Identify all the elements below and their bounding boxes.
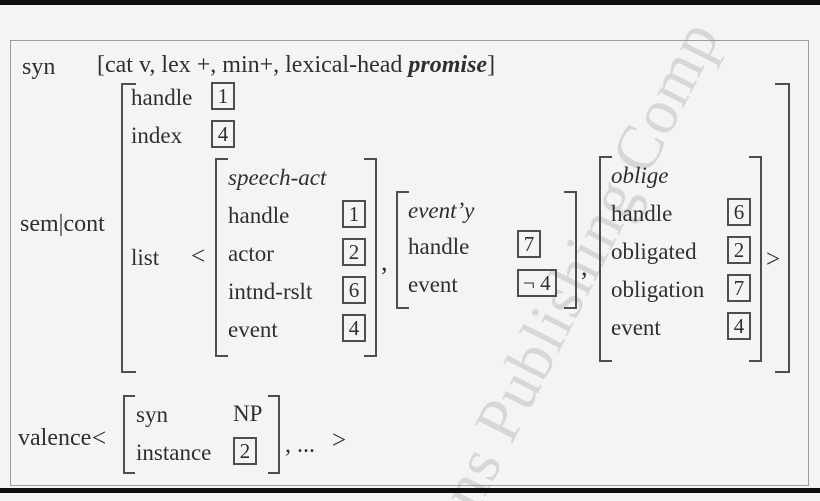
speech-act-event-attr: event	[228, 317, 278, 342]
eventy-left-bracket	[396, 191, 409, 309]
speech-act-actor-tag: 2	[342, 238, 366, 266]
syn-open-bracket: [	[97, 52, 105, 78]
list-open-angle: <	[191, 243, 206, 270]
speech-act-event-tag: 4	[342, 314, 366, 342]
speech-act-left-bracket	[215, 158, 228, 357]
oblige-obligation-attr: obligation	[611, 277, 705, 302]
eventy-event-tag: ¬ 4	[517, 269, 557, 297]
syn-features-text: cat v, lex +, min+, lexical-head	[105, 52, 409, 78]
speech-act-type: speech-act	[228, 165, 327, 190]
oblige-right-bracket	[749, 156, 762, 362]
valence-avm-left-bracket	[123, 395, 135, 474]
oblige-event-attr: event	[611, 315, 661, 340]
lexical-head-word: promise	[408, 52, 488, 78]
syn-feature-label: syn	[22, 54, 56, 80]
sem-index-tag: 4	[211, 120, 235, 148]
syn-close-bracket: ]	[487, 52, 496, 78]
valence-close-angle: >	[332, 427, 347, 454]
oblige-event-tag: 4	[727, 312, 751, 340]
syn-feature-value: [cat v, lex +, min+, lexical-head promis…	[97, 52, 495, 78]
valence-label: valence	[18, 425, 92, 451]
sem-avm-right-bracket	[775, 83, 790, 373]
valence-syn-attr: syn	[136, 402, 168, 427]
eventy-type: event’y	[408, 198, 475, 223]
list-separator-1: ,	[381, 247, 388, 276]
speech-act-intndrslt-tag: 6	[342, 276, 366, 304]
eventy-handle-tag: 7	[517, 230, 541, 258]
valence-instance-attr: instance	[136, 440, 212, 465]
valence-avm-right-bracket	[268, 395, 280, 474]
oblige-handle-tag: 6	[727, 198, 751, 226]
speech-act-right-bracket	[364, 158, 377, 357]
list-close-angle: >	[766, 246, 781, 273]
list-separator-2: ,	[581, 252, 588, 281]
valence-open-angle: <	[92, 425, 107, 452]
oblige-left-bracket	[599, 156, 612, 362]
sem-cont-label: sem|cont	[20, 211, 105, 237]
figure-border-box	[10, 40, 809, 486]
oblige-handle-attr: handle	[611, 201, 673, 226]
sem-list-attr: list	[131, 245, 160, 270]
oblige-obligated-tag: 2	[727, 236, 751, 264]
oblige-type: oblige	[611, 163, 669, 188]
sem-index-attr: index	[131, 123, 183, 148]
eventy-handle-attr: handle	[408, 234, 470, 259]
top-black-bar	[0, 0, 820, 5]
sem-handle-tag: 1	[211, 82, 235, 110]
valence-syn-value: NP	[233, 401, 263, 426]
valence-instance-tag: 2	[233, 437, 257, 465]
eventy-event-attr: event	[408, 272, 458, 297]
bottom-black-bar	[0, 488, 820, 493]
eventy-right-bracket	[564, 191, 577, 309]
speech-act-handle-tag: 1	[342, 200, 366, 228]
speech-act-intndrslt-attr: intnd-rslt	[228, 279, 313, 304]
oblige-obligated-attr: obligated	[611, 239, 697, 264]
speech-act-actor-attr: actor	[228, 241, 274, 266]
oblige-obligation-tag: 7	[727, 274, 751, 302]
speech-act-handle-attr: handle	[228, 203, 290, 228]
valence-ellipsis: , ...	[285, 432, 315, 458]
sem-handle-attr: handle	[131, 85, 193, 110]
sem-avm-left-bracket	[121, 83, 136, 373]
